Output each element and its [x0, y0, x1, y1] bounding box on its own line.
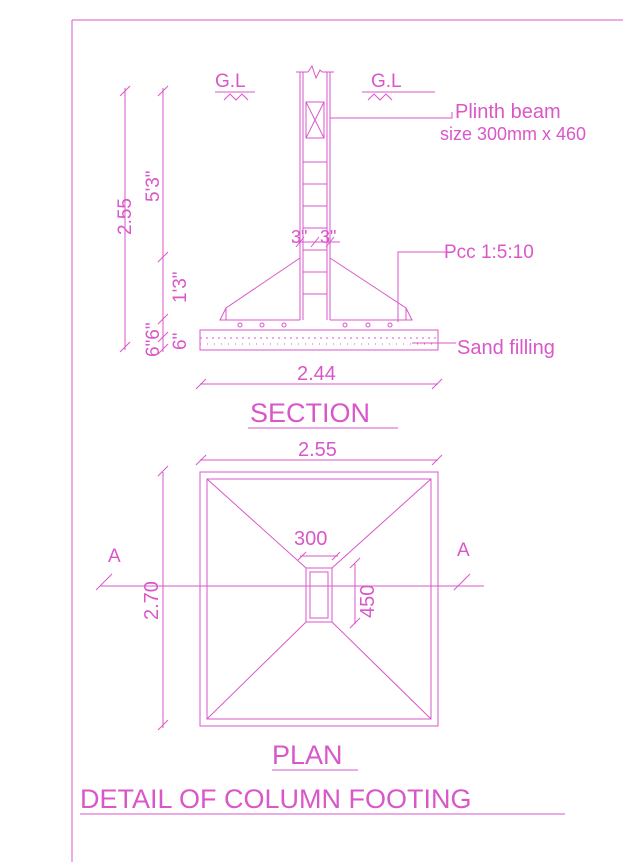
dim-column-plan-depth: [349, 557, 361, 629]
dim-middle-height: [157, 262, 169, 325]
drawing-text: G.L G.L Plinth beam size 300mm x 460 Pcc…: [80, 71, 586, 814]
ground-hatch-left: [223, 93, 249, 101]
plan-title: PLAN: [272, 740, 343, 770]
pcc-bed: [199, 329, 439, 351]
dim-lower-heights: [157, 318, 169, 355]
rebar-dots: [237, 322, 393, 328]
pcc-label: Pcc 1:5:10: [444, 242, 534, 263]
dim-col-right-label: 3": [320, 227, 336, 247]
section-title: SECTION: [250, 398, 370, 428]
footing-section: [219, 257, 413, 321]
plinth-beam-size: size 300mm x 460: [440, 124, 586, 144]
plinth-leader: [330, 112, 453, 119]
dim-section-width: [195, 378, 443, 390]
footing-plan: [199, 471, 439, 727]
dim-column-width: [292, 236, 340, 248]
dim-plan-width-label: 2.55: [298, 439, 337, 461]
sand-filling-label: Sand filling: [457, 337, 555, 359]
ground-hatch-right: [367, 93, 393, 101]
dim-col-plan-depth-label: 450: [357, 585, 379, 618]
dim-total-height: [119, 85, 131, 353]
plinth-beam-label: Plinth beam: [455, 101, 561, 123]
cut-label-right: A: [457, 540, 470, 561]
drawing-lines: [71, 19, 623, 862]
dim-upper-label: 5'3": [143, 170, 164, 202]
dim-column-plan-width: [297, 551, 341, 561]
pcc-leader: [397, 251, 452, 322]
section-cut-line: [95, 573, 484, 591]
dim-middle-label: 1'3": [170, 271, 191, 303]
dim-total-label: 2.55: [115, 198, 136, 235]
cut-label-left: A: [108, 546, 121, 567]
dim-plan-height-label: 2.70: [141, 581, 163, 620]
dim-plan-height: [157, 465, 169, 731]
gl-label-right: G.L: [371, 71, 402, 92]
dim-lower-outer-label: 6"6": [143, 322, 164, 357]
dim-plan-width: [195, 454, 443, 466]
dim-lower-inner-label: 6": [170, 333, 191, 350]
dim-col-plan-width-label: 300: [294, 528, 327, 550]
drawing-title: DETAIL OF COLUMN FOOTING: [80, 784, 472, 814]
column-section: [296, 64, 334, 320]
dim-col-left-label: 3": [291, 227, 307, 247]
dim-upper-height: [157, 85, 169, 263]
gl-label-left: G.L: [215, 71, 246, 92]
dim-section-width-label: 2.44: [297, 363, 336, 385]
